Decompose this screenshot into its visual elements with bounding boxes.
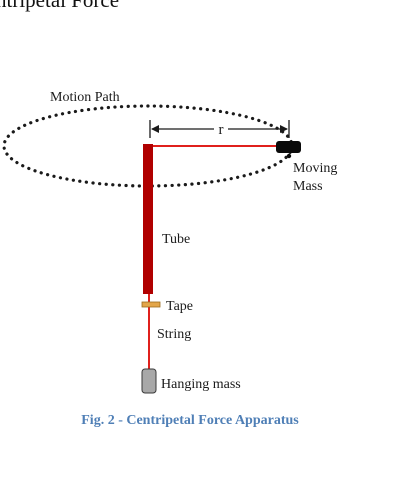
motion-path-label: Motion Path — [50, 90, 120, 105]
moving-mass-label-line2: Mass — [293, 179, 323, 194]
moving-mass-label-line1: Moving — [293, 161, 337, 176]
figure-caption: Fig. 2 - Centripetal Force Apparatus — [81, 413, 299, 428]
string-label: String — [157, 327, 191, 342]
moving-mass — [276, 141, 301, 153]
tape-label: Tape — [166, 299, 193, 314]
tape — [141, 301, 161, 308]
tube — [143, 144, 153, 294]
moving-mass-pin — [286, 153, 292, 159]
hanging-mass — [141, 368, 157, 394]
hanging-mass-label: Hanging mass — [161, 377, 241, 392]
tube-label: Tube — [162, 232, 190, 247]
page-heading: ntripetal Force — [0, 0, 120, 12]
radius-label: r — [219, 122, 224, 138]
radius-label-bg — [214, 120, 228, 136]
